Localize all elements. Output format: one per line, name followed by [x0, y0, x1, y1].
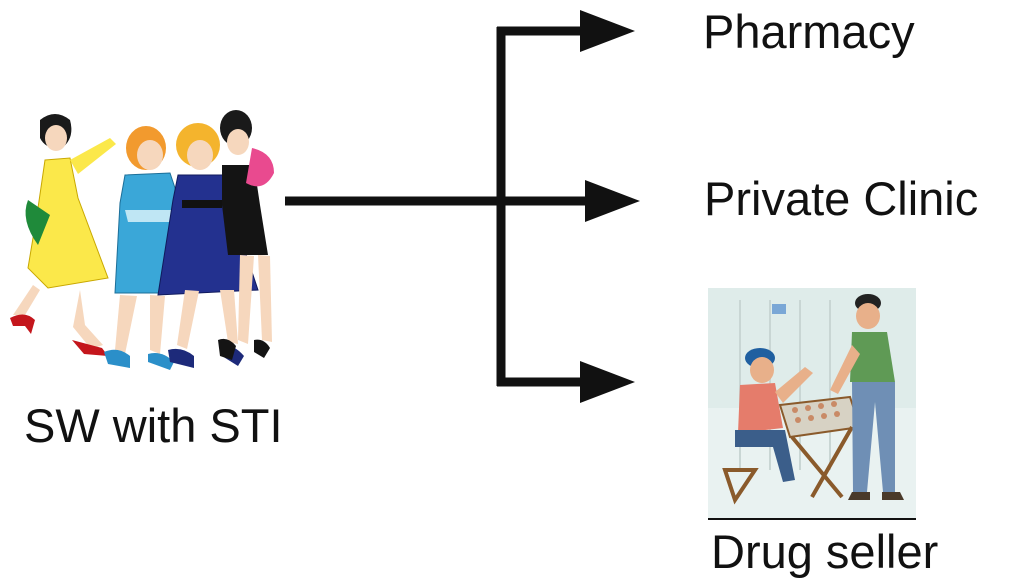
woman-black-dress: [218, 110, 274, 360]
woman-yellow-dress: [10, 114, 116, 356]
arrowhead-drug-seller: [580, 361, 635, 403]
woman-blue-dress: [104, 126, 191, 370]
destination-label-private-clinic: Private Clinic: [704, 172, 979, 225]
drug-seller-illustration: [708, 288, 916, 518]
arrow-connectors: [285, 26, 590, 387]
arrowhead-clinic: [585, 180, 640, 222]
destination-label-pharmacy: Pharmacy: [703, 5, 915, 58]
source-label: SW with STI: [24, 399, 283, 452]
destination-label-drug-seller: Drug seller: [711, 525, 939, 578]
women-group-illustration: [10, 110, 274, 370]
woman-navy-dress: [157, 123, 259, 368]
arrowhead-pharmacy: [580, 10, 635, 52]
